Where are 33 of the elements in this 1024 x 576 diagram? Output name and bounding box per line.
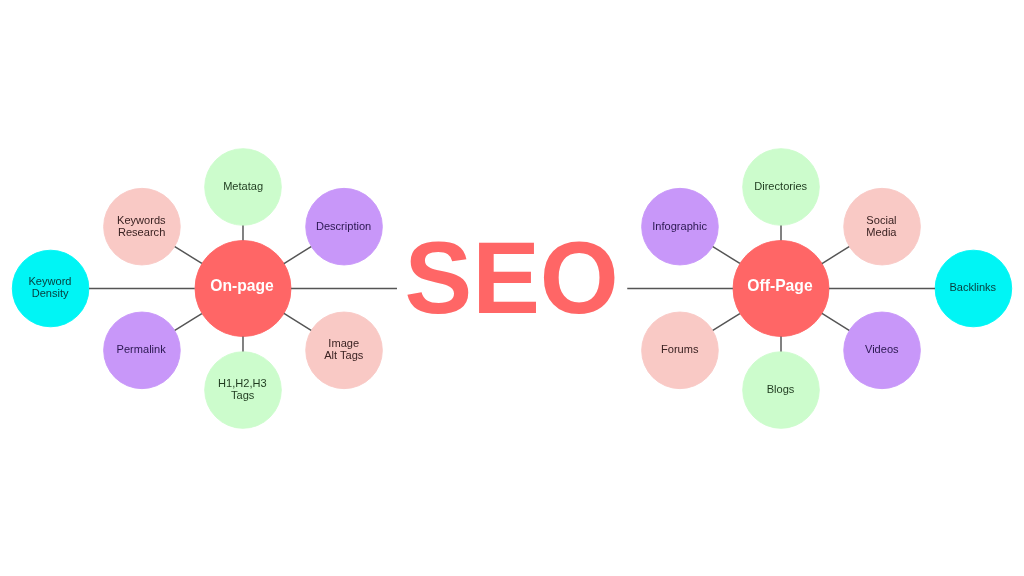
node-circle: Directories	[742, 147, 820, 226]
connector	[828, 287, 936, 289]
node-circle: Forums	[641, 311, 719, 389]
node-circle: H1,H2,H3 Tags	[204, 350, 282, 429]
connector	[88, 287, 196, 289]
node-circle: Blogs	[742, 350, 820, 429]
connector	[712, 312, 741, 331]
connector	[821, 245, 850, 264]
node-circle: Keyword Density	[11, 249, 90, 327]
connector	[174, 312, 203, 331]
node-circle: Off-Page	[732, 239, 830, 337]
connector	[712, 245, 741, 264]
connector	[283, 312, 312, 331]
connector	[290, 287, 398, 289]
node-circle: Keywords Research	[103, 187, 181, 265]
node-circle: Description	[305, 187, 383, 265]
node-circle: Backlinks	[934, 249, 1013, 327]
node-circle: Social Media	[843, 187, 921, 265]
node-circle: Infographic	[641, 187, 719, 265]
node-circle: On-page	[194, 239, 292, 337]
connector	[242, 335, 244, 352]
connector	[283, 245, 312, 264]
connector	[174, 245, 203, 264]
connector	[780, 335, 782, 352]
node-circle: Image Alt Tags	[305, 311, 383, 389]
node-text: SEO	[404, 220, 619, 335]
node-circle: Videos	[843, 311, 921, 389]
node-circle: Metatag	[204, 147, 282, 226]
node-circle: Permalink	[103, 311, 181, 389]
connector	[242, 224, 244, 241]
connector	[626, 287, 734, 289]
connector	[780, 224, 782, 241]
connector	[821, 312, 850, 331]
